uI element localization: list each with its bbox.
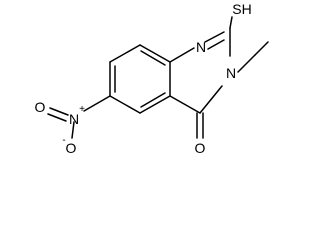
bond-c6-c5 [139, 95, 171, 114]
substituents [47, 16, 269, 139]
bond-c4a-c8a [139, 44, 171, 63]
bond-nitro-o1 [71, 121, 75, 139]
charge-nitro-n: + [79, 104, 85, 115]
atom-labels: N SH N O N + O - O [35, 1, 252, 155]
benzene-ring [109, 44, 171, 114]
bond-c7-nitro [83, 95, 111, 112]
bond-n3-c4 [199, 85, 223, 114]
bond-n3-ethyl-1 [237, 54, 256, 73]
bond-nitro-o2-inner [47, 113, 67, 122]
bond-c8a-n1 [169, 47, 195, 63]
bond-n1-c2 [204, 31, 225, 43]
structure-diagram: N SH N O N + O - O [35, 1, 269, 155]
atom-o-carbonyl: O [195, 140, 206, 155]
atom-sh: SH [232, 1, 251, 17]
atom-n1: N [196, 39, 206, 55]
pyrimidine-ring [169, 27, 231, 114]
bond-c7-c6 [109, 95, 141, 114]
atom-nitro-o1: O [66, 140, 77, 155]
bond-c4a-c8a-inner [140, 50, 166, 66]
bond-ethyl-2 [254, 41, 269, 56]
atom-n3: N [226, 65, 236, 81]
bond-c6-c5-inner [140, 92, 166, 108]
atom-nitro-n: N [69, 111, 79, 127]
bond-c8a-c8 [109, 44, 141, 63]
charge-nitro-o1: - [62, 135, 65, 146]
atom-nitro-o2: O [35, 99, 46, 115]
bond-c2-sh [229, 16, 233, 29]
bond-nitro-o2 [49, 107, 69, 116]
bond-n1-c2-inner [207, 39, 225, 50]
bond-c4-c4a [169, 95, 201, 114]
